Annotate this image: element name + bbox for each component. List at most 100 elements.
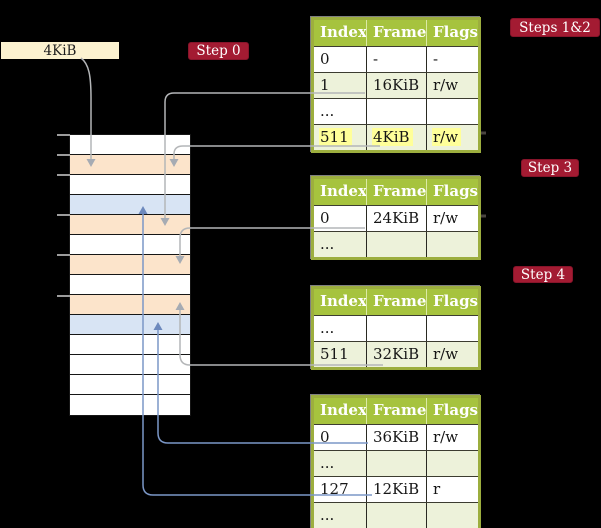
column-header: Index — [314, 289, 367, 315]
memory-frame-row — [70, 255, 190, 275]
table-cell: - — [367, 47, 427, 72]
memory-frame-row — [70, 355, 190, 375]
memory-frame-row — [70, 335, 190, 355]
table-cell — [427, 451, 478, 476]
table-cell: 36KiB — [367, 425, 427, 450]
table-cell — [367, 316, 427, 341]
table-cell — [427, 232, 478, 257]
table-row: ... — [314, 502, 478, 528]
table-cell — [367, 503, 427, 528]
memory-frame-row — [70, 215, 190, 235]
memory-frame-row — [70, 175, 190, 195]
table-cell — [367, 99, 427, 124]
table-cell: 0 — [314, 425, 367, 450]
memory-tick — [57, 174, 70, 176]
badge-step-4: Step 4 — [513, 266, 573, 283]
table-cell: r/w — [433, 345, 459, 363]
table-cell: r/w — [433, 209, 459, 227]
table-cell: 511 — [314, 342, 367, 367]
memory-tick — [57, 154, 70, 156]
table-row: ... — [314, 231, 478, 257]
table-cell — [427, 316, 478, 341]
memory-frame-row — [70, 235, 190, 255]
table-row: 0-- — [314, 46, 478, 72]
table-cell: ... — [314, 451, 367, 476]
memory-frame-row — [70, 155, 190, 175]
memory-frame-row — [70, 375, 190, 395]
memory-tick — [57, 295, 70, 297]
column-header: Index — [314, 398, 367, 424]
memory-frame-row — [70, 135, 190, 155]
badge-step-0: Step 0 — [188, 42, 249, 60]
memory-frame-row — [70, 275, 190, 295]
column-header: Frame — [367, 20, 427, 46]
badge-step-3: Step 3 — [521, 159, 579, 177]
table-cell: r/w — [433, 76, 459, 94]
table-cell — [427, 99, 478, 124]
table-cell — [367, 232, 427, 257]
table-cell: ... — [314, 503, 367, 528]
table-cell: 511 — [314, 125, 367, 150]
memory-tick — [57, 134, 70, 136]
badge-steps-1-2: Steps 1&2 — [510, 18, 600, 37]
table-cell — [367, 451, 427, 476]
table-cell — [427, 503, 478, 528]
highlighted-value: 511 — [319, 128, 352, 146]
table-cell: r — [433, 480, 441, 498]
memory-frame-row — [70, 195, 190, 215]
frame-size-label: 4KiB — [1, 42, 119, 59]
table-cell: ... — [314, 316, 367, 341]
column-header: Index — [314, 20, 367, 46]
table-cell: 127 — [314, 477, 367, 502]
table-cell: ... — [314, 232, 367, 257]
table-cell: 1 — [314, 73, 367, 98]
table-cell: 32KiB — [367, 342, 427, 367]
column-header: Flags — [433, 401, 478, 419]
table-row: 511 4KiB r/w — [314, 124, 478, 150]
column-header: Flags — [433, 23, 478, 41]
memory-frame-row — [70, 395, 190, 415]
table-cell: 0 — [314, 206, 367, 231]
column-header: Flags — [433, 182, 478, 200]
column-header: Frame — [367, 289, 427, 315]
column-header: Flags — [433, 292, 478, 310]
table-row: ... — [314, 315, 478, 341]
memory-tick — [57, 254, 70, 256]
table-cell: r/w — [433, 428, 459, 446]
table-cell: 4KiB — [367, 125, 427, 150]
table-cell: 16KiB — [367, 73, 427, 98]
table-edge-stub — [481, 214, 486, 218]
column-header: Frame — [367, 398, 427, 424]
memory-tick — [57, 214, 70, 216]
table-cell: 24KiB — [367, 206, 427, 231]
column-header: Frame — [367, 179, 427, 205]
table-cell: ... — [314, 99, 367, 124]
table-row: ... — [314, 450, 478, 476]
frame-size-text: 4KiB — [43, 42, 77, 59]
physical-memory-column — [69, 134, 191, 416]
highlighted-value: r/w — [432, 128, 462, 146]
table-cell: 12KiB — [367, 477, 427, 502]
memory-frame-row — [70, 315, 190, 335]
table-row: ... — [314, 98, 478, 124]
table-edge-stub — [481, 131, 486, 135]
memory-frame-row — [70, 295, 190, 315]
table-cell: 0 — [314, 47, 367, 72]
table-cell: - — [433, 50, 439, 68]
table-cell: r/w — [427, 125, 478, 150]
highlighted-value: 4KiB — [372, 128, 413, 146]
